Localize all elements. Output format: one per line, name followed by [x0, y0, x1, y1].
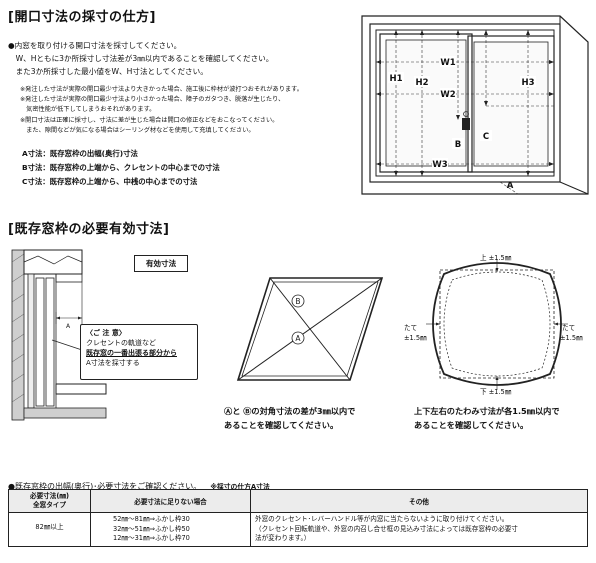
section-dim-a: A	[66, 323, 71, 330]
note-line-5: また、隙間などが気になる場合はシーリング材などを使用して充填してください。	[20, 127, 255, 134]
caution-line-2: 既存窓の一番出張る部分から	[86, 349, 177, 357]
table-header-row: 必要寸法(㎜) 全窓タイプ 必要寸法に足りない場合 その他	[8, 489, 588, 513]
window-diagram: W1 W2 W3 H1 H2 H3 B C A	[361, 15, 589, 195]
dimension-lines	[376, 30, 554, 195]
sag-diagram	[426, 259, 568, 390]
note-line-1: ※発注した寸法が実際の開口最少寸法より大きかった場合、施工後に枠材が波打つおそれ…	[20, 86, 303, 93]
definition-a: A寸法：既存窓枠の出幅(奥行)寸法	[22, 149, 138, 158]
table-row: 82㎜以上 52㎜～81㎜⇒ふかし枠30 32㎜～51㎜⇒ふかし枠50 12㎜～…	[8, 512, 588, 547]
diamond-label-b: B	[295, 297, 300, 306]
other-line-2: （クレセント回転軌道や、外窓の内召し合せ框の見込み寸法によっては既存窓枠の必要寸	[255, 524, 518, 533]
sag-left-label-1: たて	[404, 324, 418, 332]
definition-c: C寸法：既存窓枠の上端から、中桟の中心までの寸法	[22, 177, 198, 186]
definition-b: B寸法：既存窓枠の上端から、クレセントの中心までの寸法	[22, 163, 220, 172]
section1-title: [開口寸法の採寸の仕方]	[8, 10, 156, 25]
caution-line-3: A寸法を採寸する	[86, 359, 140, 367]
note-line-4: ※開口寸法は正確に採寸し、寸法に差が生じた場合は開口の修正などをおこなってくださ…	[20, 117, 279, 124]
sag-top-label: 上 ±1.5㎜	[480, 254, 512, 262]
section3-heading-note: ※採寸の仕方A寸法	[210, 483, 270, 491]
section3-heading-text: ●既存窓枠の出幅(奥行)･必要寸法をご確認ください。	[8, 482, 202, 491]
intro-line-3: また3か所採寸した最小値をW、H寸法としてください。	[8, 67, 208, 76]
crescent-knob	[463, 111, 469, 117]
header-other: その他	[250, 489, 588, 513]
intro-line-1: ●内窓を取り付ける開口寸法を採寸してください。	[8, 41, 182, 50]
reference-rect	[439, 269, 555, 379]
effective-size-box: 有効寸法	[134, 255, 188, 272]
left-sash	[379, 33, 473, 173]
note-line-2: ※発注した寸法が実際の開口最少寸法より小さかった場合、障子のガタつき、脱落が生じ…	[20, 96, 285, 103]
caution-title: 〈ご 注 意〉	[86, 329, 126, 337]
label-b: B	[455, 140, 461, 150]
sag-caption-1: 上下左右のたわみ寸法が各1.5㎜以内で	[414, 406, 560, 416]
note-line-3: 気密性能が低下してしまうおそれがあります。	[20, 106, 156, 113]
label-h3: H3	[521, 78, 534, 88]
wall-outline	[361, 15, 589, 195]
other-line-3: 法が変わります。）	[255, 534, 311, 542]
shortfall-line-1: 52㎜～81㎜⇒ふかし枠30	[113, 515, 190, 523]
caution-line-1: クレセントの軌道など	[86, 339, 156, 347]
sagged-frame	[432, 262, 562, 386]
section3-heading: ●既存窓枠の出幅(奥行)･必要寸法をご確認ください。 ※採寸の仕方A寸法	[8, 474, 270, 493]
cell-shortfall: 52㎜～81㎜⇒ふかし枠30 32㎜～51㎜⇒ふかし枠50 12㎜～31㎜⇒ふか…	[90, 512, 251, 547]
effective-size-label: 有効寸法	[145, 259, 177, 268]
label-c: C	[483, 132, 489, 142]
caution-box: 〈ご 注 意〉 クレセントの軌道など 既存窓の一番出張る部分から A寸法を採寸す…	[80, 324, 198, 380]
crescent-lock	[462, 118, 470, 130]
sag-bottom-label: 下 ±1.5㎜	[480, 388, 512, 396]
diagonal-b	[237, 277, 383, 381]
right-glass	[473, 41, 549, 167]
header-shortfall: 必要寸法に足りない場合	[90, 489, 251, 513]
label-h2: H2	[415, 78, 428, 88]
shortfall-line-2: 32㎜～51㎜⇒ふかし枠50	[113, 524, 190, 533]
label-h1: H1	[389, 74, 402, 84]
diagonal-diagram: A B	[236, 277, 384, 381]
diamond-caption-1: Ⓐと Ⓑの対角寸法の差が3㎜以内で	[224, 406, 356, 416]
requirements-table: 必要寸法(㎜) 全窓タイプ 必要寸法に足りない場合 その他 82㎜以上 52㎜～…	[8, 489, 588, 547]
cell-other: 外窓のクレセント･レバーハンドル等が内窓に当たらないように取り付けてください。 …	[250, 512, 588, 547]
frame-depth-bottom	[559, 181, 589, 195]
frame-section-drawing: A	[11, 249, 107, 421]
diamond-caption-2: あることを確認してください。	[224, 420, 339, 430]
label-w1: W1	[440, 58, 455, 68]
dimension-arrows	[376, 30, 554, 176]
sag-right-label-1: たて	[562, 324, 576, 332]
label-w3: W3	[432, 160, 447, 170]
sag-left-label-2: ±1.5㎜	[404, 334, 427, 342]
sag-right-label-2: ±1.5㎜	[560, 334, 583, 342]
label-a: A	[507, 181, 514, 191]
other-line-1: 外窓のクレセント･レバーハンドル等が内窓に当たらないように取り付けてください。	[255, 515, 509, 523]
right-sash	[467, 35, 555, 173]
section2-title: [既存窓枠の必要有効寸法]	[8, 222, 170, 237]
cell-required: 82㎜以上	[8, 512, 91, 547]
sag-caption-2: あることを確認してください。	[414, 420, 529, 430]
diamond-label-a: A	[295, 334, 301, 343]
header-required: 必要寸法(㎜) 全窓タイプ	[8, 489, 91, 513]
intro-line-2: W、Hともに3か所採寸し寸法差が3㎜以内であることを確認してください。	[8, 54, 274, 63]
shortfall-line-3: 12㎜～31㎜⇒ふかし枠70	[113, 534, 190, 542]
label-w2: W2	[440, 90, 455, 100]
